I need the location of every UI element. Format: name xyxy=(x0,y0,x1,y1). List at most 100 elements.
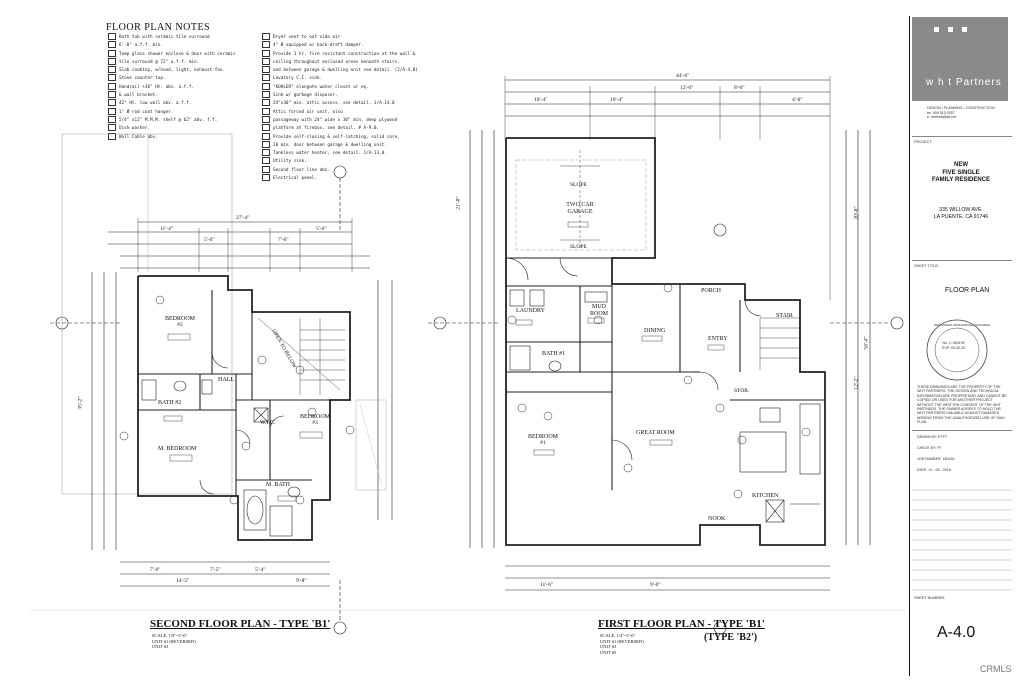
note-number-box xyxy=(262,149,270,157)
dim-first-d3: 12'-0" xyxy=(680,85,694,91)
dim-first-d1: 10'-4" xyxy=(534,97,548,103)
note-number-box xyxy=(108,107,116,115)
room-dining: DINING xyxy=(644,328,666,334)
note-text: tile surround @ 72" a.f.f. min. xyxy=(119,59,200,65)
room-bedroom-2: BEDROOM #2 xyxy=(165,316,196,328)
note-item: 6'-0" a.f.f. min. xyxy=(108,41,235,49)
dim-second-d9: 9'-8" xyxy=(296,578,307,584)
note-number-box xyxy=(108,99,116,107)
second-floor-plan xyxy=(50,133,393,635)
note-item: Electrical panel. xyxy=(262,174,418,182)
dim-second-d3: 7'-6" xyxy=(278,237,289,243)
title-block xyxy=(909,16,1016,676)
room-stair: STAIR xyxy=(776,313,793,319)
note-text: Sink w/ garbage disposer. xyxy=(273,93,338,99)
note-number-box xyxy=(262,33,270,40)
note-item: 42" Ht. low wall abv. a.f.f. xyxy=(108,99,235,107)
note-number-box xyxy=(108,74,116,82)
date: DATE: 10 - 08 - 2018 xyxy=(917,468,951,472)
note-number-box xyxy=(262,132,270,140)
note-item: 24"x30" min. attic access. see detail. 1… xyxy=(262,99,418,107)
note-item: Attic forced air unit, also xyxy=(262,107,418,116)
sheet-title: FLOOR PLAN xyxy=(945,287,990,294)
note-text: "KOHLER" elongate water closet or eq. xyxy=(273,84,369,90)
note-item: Wall Cable abv. xyxy=(108,132,235,141)
dim-first-d6: 21'-0" xyxy=(455,196,462,210)
dim-first-top: 44'-6" xyxy=(676,73,690,79)
room-wic: W.I.C. xyxy=(260,420,276,426)
note-number-box xyxy=(262,57,270,65)
room-kitchen: KITCHEN xyxy=(752,493,779,499)
floor-plan-notes-title: FLOOR PLAN NOTES xyxy=(106,22,211,33)
note-number-box xyxy=(262,91,270,99)
first-floor-plan-scale: SCALE: 1/4"=1'-0" UNIT #1 (REVERSED) UNI… xyxy=(600,633,644,655)
note-text: Temp glass shower enclose & door with ce… xyxy=(119,51,236,57)
note-item: Second floor line abv. xyxy=(262,165,418,174)
first-floor-plan-title: FIRST FLOOR PLAN - TYPE 'B1' xyxy=(598,618,765,630)
crmls-watermark: CRMLS xyxy=(980,664,1012,674)
note-item: "KOHLER" elongate water closet or eq. xyxy=(262,82,418,91)
note-number-box xyxy=(108,41,116,49)
room-bedroom-1: BEDROOM #1 xyxy=(528,434,559,446)
note-number-box xyxy=(262,41,270,49)
room-bath-1: BATH #1 xyxy=(542,351,566,357)
dim-first-d4: 8'-0" xyxy=(734,85,745,91)
dim-second-overall: 35'-2" xyxy=(77,396,84,410)
note-text: and between garage & dwelling unit see d… xyxy=(273,68,418,74)
garage-slope-bottom: SLOPE xyxy=(570,244,587,250)
note-text: 6'-0" a.f.f. min. xyxy=(119,43,163,49)
second-floor-plan-scale: SCALE: 1/8"=1'-0" UNIT #1 (REVERSED) UNI… xyxy=(152,633,196,649)
first-floor-plan xyxy=(428,76,904,635)
note-number-box xyxy=(262,157,270,165)
note-text: passageway with 24" wide x 30" min. deep… xyxy=(273,117,398,123)
room-bedroom-3: BEDROOM #3 xyxy=(300,414,331,426)
dim-second-d4: 5'-0" xyxy=(316,226,327,232)
dim-first-d9: 12'-2" xyxy=(853,376,860,390)
note-item: Temp glass shower enclose & door with ce… xyxy=(108,49,236,58)
sheet-number-label: SHEET NUMBER: xyxy=(914,596,946,600)
room-laundry: LAUNDRY xyxy=(516,308,546,314)
note-item: Stone counter top. xyxy=(108,74,235,82)
dim-first-d2: 10'-4" xyxy=(610,97,624,103)
note-text: 5/4" x12" M.M.M. shelf @ 62" abv. f.f. xyxy=(119,117,218,123)
room-bath-2: BATH #2 xyxy=(158,400,182,406)
dim-second-d2: 5'-0" xyxy=(204,237,215,243)
note-item: ceiling throughout enclosed areas beneat… xyxy=(262,57,418,66)
note-number-box xyxy=(108,91,116,99)
room-two-car-garage: TWO CAR GARAGE xyxy=(566,202,594,215)
note-text: Utility sink. xyxy=(273,159,307,165)
note-text: Provide self-closing & self-latching, so… xyxy=(273,134,400,140)
note-text: Slab cooktop, w/hood, light, exhaust fan… xyxy=(119,68,226,74)
type-b2-label: (TYPE 'B2') xyxy=(704,632,758,643)
note-text: 4" Ø equipped w/ back-draft damper. xyxy=(273,43,364,49)
revision-table xyxy=(912,489,1012,591)
room-master-bath: M. BATH xyxy=(266,482,291,488)
note-text: Tankless water heater, see detail. 1/A-1… xyxy=(273,151,387,157)
note-text: Dish washer. xyxy=(119,126,151,132)
note-text: Second floor line abv. xyxy=(273,167,330,173)
note-number-box xyxy=(262,165,270,173)
note-item: Tankless water heater, see detail. 1/A-1… xyxy=(262,149,418,157)
room-nook: NOOK xyxy=(708,516,726,522)
dim-second-top: 27'-4" xyxy=(236,215,250,221)
note-text: Handrail +36" Ht. abv. a.f.f. xyxy=(119,84,195,90)
note-text: Electrical panel. xyxy=(273,176,317,182)
note-item: platform at firebox, see detail. # A-9.0… xyxy=(262,124,418,132)
dim-second-d6: 7'-5" xyxy=(210,567,221,573)
note-item: Handrail +36" Ht. abv. a.f.f. xyxy=(108,82,235,91)
note-number-box xyxy=(262,140,270,148)
wht-partners-logo: w h t Partners xyxy=(912,17,1008,101)
note-number-box xyxy=(262,49,270,57)
note-number-box xyxy=(262,74,270,82)
note-number-box xyxy=(108,132,116,140)
note-text: Lavatory C.I. sink. xyxy=(273,76,323,82)
second-floor-plan-title: SECOND FLOOR PLAN - TYPE 'B1' xyxy=(150,618,331,630)
room-porch: PORCH xyxy=(701,288,722,294)
note-item: Provide self-closing & self-latching, so… xyxy=(262,132,418,141)
note-number-box xyxy=(108,49,116,57)
note-item: tile surround @ 72" a.f.f. min. xyxy=(108,57,235,66)
sheet-number: A-4.0 xyxy=(937,624,976,641)
dim-first-d11: 11'-6" xyxy=(540,582,554,588)
note-number-box xyxy=(262,99,270,107)
